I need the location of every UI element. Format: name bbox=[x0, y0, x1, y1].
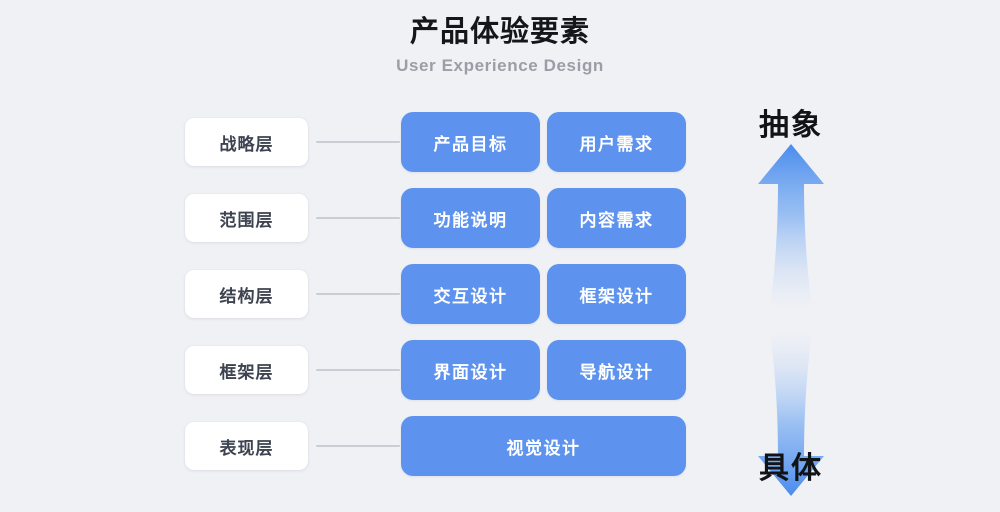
layer-card-label: 结构层 bbox=[219, 286, 274, 306]
element-card-label: 内容需求 bbox=[579, 210, 654, 230]
ux-elements-diagram: 战略层 产品目标 用户需求 范围层 功能说明 内容需求 结构层 交互设计 bbox=[0, 104, 1000, 484]
element-card-label: 交互设计 bbox=[433, 286, 508, 306]
layer-card-label: 战略层 bbox=[219, 134, 274, 154]
element-card-visual-design[interactable]: 视觉设计 bbox=[401, 416, 686, 476]
element-card-label: 功能说明 bbox=[433, 210, 508, 230]
element-card-user-needs[interactable]: 用户需求 bbox=[547, 112, 686, 172]
element-card-label: 界面设计 bbox=[433, 362, 508, 382]
layer-card-label: 框架层 bbox=[219, 362, 274, 382]
layer-card-structure[interactable]: 结构层 bbox=[185, 270, 308, 318]
layer-card-surface[interactable]: 表现层 bbox=[185, 422, 308, 470]
diagram-row: 框架层 界面设计 导航设计 bbox=[0, 332, 1000, 408]
connector-line bbox=[316, 369, 400, 371]
element-card-label: 框架设计 bbox=[579, 286, 654, 306]
connector-line bbox=[316, 293, 400, 295]
element-card-interface-design[interactable]: 界面设计 bbox=[401, 340, 540, 400]
element-card-content-requirements[interactable]: 内容需求 bbox=[547, 188, 686, 248]
layer-card-scope[interactable]: 范围层 bbox=[185, 194, 308, 242]
page-subtitle: User Experience Design bbox=[396, 56, 604, 76]
diagram-row: 结构层 交互设计 框架设计 bbox=[0, 256, 1000, 332]
page-title: 产品体验要素 bbox=[409, 16, 590, 48]
axis-label-abstract: 抽象 bbox=[759, 109, 823, 142]
axis-label-concrete: 具体 bbox=[759, 452, 823, 485]
element-card-label: 用户需求 bbox=[579, 134, 654, 154]
element-card-label: 导航设计 bbox=[579, 362, 654, 382]
connector-line bbox=[316, 141, 400, 143]
diagram-row: 范围层 功能说明 内容需求 bbox=[0, 180, 1000, 256]
element-card-label: 产品目标 bbox=[433, 134, 508, 154]
element-card-framework-design[interactable]: 框架设计 bbox=[547, 264, 686, 324]
element-card-navigation-design[interactable]: 导航设计 bbox=[547, 340, 686, 400]
connector-line bbox=[316, 217, 400, 219]
layer-card-skeleton[interactable]: 框架层 bbox=[185, 346, 308, 394]
connector-line bbox=[316, 445, 400, 447]
layer-card-strategy[interactable]: 战略层 bbox=[185, 118, 308, 166]
layer-card-label: 表现层 bbox=[219, 438, 274, 458]
layer-card-label: 范围层 bbox=[219, 210, 274, 230]
element-card-product-goal[interactable]: 产品目标 bbox=[401, 112, 540, 172]
diagram-row: 表现层 视觉设计 bbox=[0, 408, 1000, 484]
arrow-down-icon bbox=[726, 330, 856, 505]
element-card-label: 视觉设计 bbox=[506, 438, 581, 458]
page-header: 产品体验要素 User Experience Design bbox=[0, 14, 1000, 76]
arrow-up-icon bbox=[726, 140, 856, 315]
abstraction-axis: 抽象 具体 bbox=[726, 0, 856, 512]
diagram-row: 战略层 产品目标 用户需求 bbox=[0, 104, 1000, 180]
element-card-interaction-design[interactable]: 交互设计 bbox=[401, 264, 540, 324]
element-card-functional-spec[interactable]: 功能说明 bbox=[401, 188, 540, 248]
